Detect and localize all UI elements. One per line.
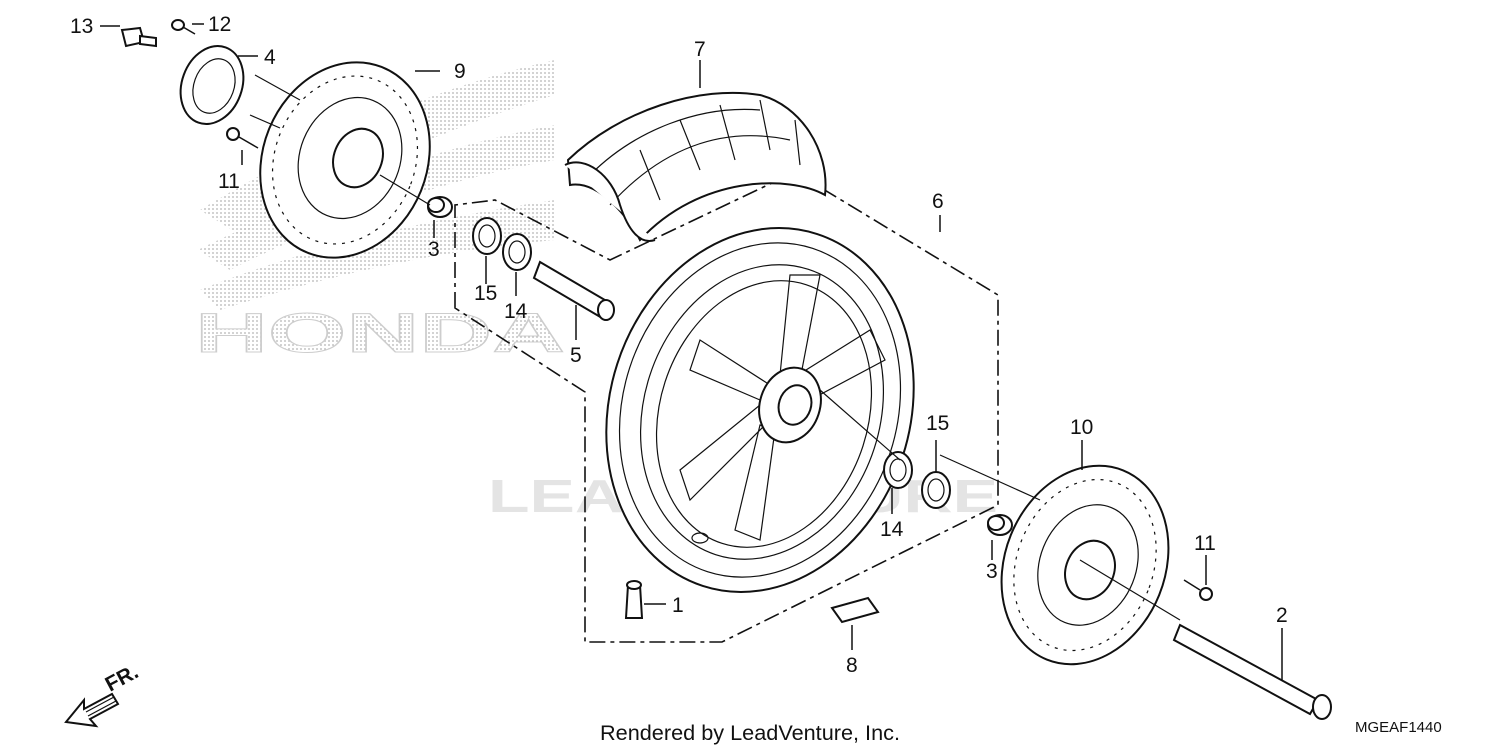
pulser-ring bbox=[179, 45, 245, 125]
dust-seal-left bbox=[472, 217, 502, 255]
front-direction-arrow-icon bbox=[64, 692, 120, 728]
screw-12 bbox=[171, 19, 196, 35]
brake-disc-right bbox=[1000, 464, 1170, 666]
callout-13: 13 bbox=[70, 15, 93, 38]
bearing-right bbox=[883, 451, 913, 489]
callout-3-right: 3 bbox=[986, 560, 998, 583]
bolt-11-left bbox=[226, 127, 259, 149]
side-collar-right bbox=[987, 514, 1013, 536]
callout-12: 12 bbox=[208, 13, 231, 36]
callout-8: 8 bbox=[846, 654, 858, 677]
callout-2: 2 bbox=[1276, 604, 1288, 627]
bearing-left bbox=[502, 233, 532, 271]
callout-14-left: 14 bbox=[504, 300, 528, 323]
callout-4: 4 bbox=[264, 46, 276, 69]
brake-disc-left bbox=[259, 61, 431, 259]
leader-lines bbox=[100, 23, 1283, 680]
front-direction-label: FR. bbox=[102, 660, 143, 696]
flange-bolt-13 bbox=[120, 26, 157, 48]
distance-collar bbox=[532, 260, 615, 321]
tire-valve bbox=[624, 580, 644, 619]
callout-9: 9 bbox=[454, 60, 466, 83]
callout-6: 6 bbox=[932, 190, 944, 213]
callout-3-left: 3 bbox=[428, 238, 440, 261]
tire bbox=[564, 91, 827, 242]
dust-seal-right bbox=[921, 471, 951, 509]
callout-15-right: 15 bbox=[926, 412, 949, 435]
callout-11-right: 11 bbox=[1194, 532, 1216, 555]
callout-15-left: 15 bbox=[474, 282, 497, 305]
callout-11-left: 11 bbox=[218, 170, 240, 193]
bolt-11-right bbox=[1183, 579, 1213, 601]
wheel-assembly-outline bbox=[454, 171, 999, 643]
callout-14-right: 14 bbox=[880, 518, 904, 541]
diagram-code: MGEAF1440 bbox=[1355, 719, 1442, 736]
wheel bbox=[605, 227, 915, 593]
callout-5: 5 bbox=[570, 344, 582, 367]
callout-10: 10 bbox=[1070, 416, 1093, 439]
front-axle bbox=[1172, 623, 1332, 720]
callout-7: 7 bbox=[694, 38, 706, 61]
honda-watermark-text: HONDA bbox=[195, 301, 565, 364]
side-collar-left bbox=[427, 196, 453, 218]
balance-weight bbox=[830, 596, 880, 624]
rendered-by-text: Rendered by LeadVenture, Inc. bbox=[600, 722, 900, 745]
callout-1: 1 bbox=[672, 594, 684, 617]
